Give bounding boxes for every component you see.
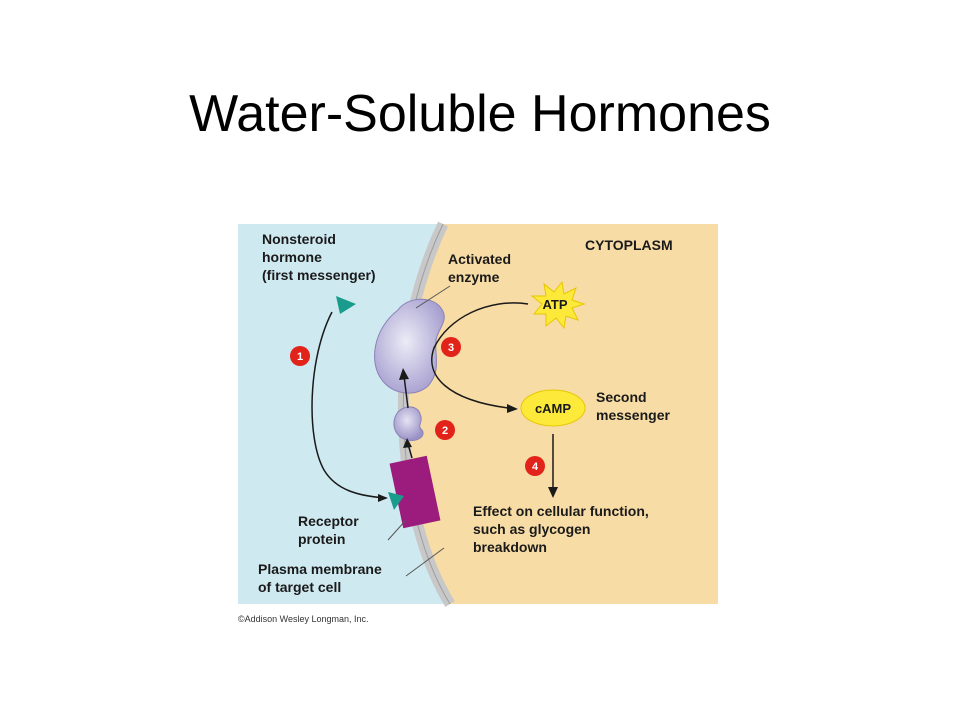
g-protein <box>393 406 424 441</box>
step-badge-3: 3 <box>441 337 461 357</box>
hormone-label: Nonsteroid hormone (first messenger) <box>262 231 376 283</box>
step-number-3: 3 <box>448 342 454 354</box>
hormone-path-arrow <box>311 311 387 499</box>
effect-label: Effect on cellular function, such as gly… <box>473 503 649 555</box>
second-messenger-line-1: Second <box>596 389 647 405</box>
copyright-credit: ©Addison Wesley Longman, Inc. <box>238 614 369 624</box>
diagram-svg: 1 2 3 4 CYTOPLASM Nonsteroid hormone (fi… <box>228 208 732 638</box>
step-number-1: 1 <box>297 351 303 363</box>
receptor-to-g-arrowhead <box>403 438 412 448</box>
receptor-protein <box>389 455 441 529</box>
atp-star <box>530 280 586 330</box>
enzyme-leader-line <box>415 285 451 309</box>
camp-oval <box>520 389 586 427</box>
hormone-label-line-2: hormone <box>262 249 322 265</box>
second-messenger-label: Second messenger <box>596 389 670 423</box>
step-number-4: 4 <box>532 461 539 473</box>
step-badge-4: 4 <box>525 456 545 476</box>
hormone-label-line-1: Nonsteroid <box>262 231 336 247</box>
second-messenger-line-2: messenger <box>596 407 670 423</box>
membrane-leader-line <box>405 547 445 577</box>
atp-to-camp-arrowhead <box>507 404 518 413</box>
hormone-triangle-bound <box>388 492 404 510</box>
enzyme-label-line-2: enzyme <box>448 269 500 285</box>
effect-label-line-2: such as glycogen <box>473 521 590 537</box>
step-badge-1: 1 <box>290 346 310 366</box>
diagram-figure: 1 2 3 4 CYTOPLASM Nonsteroid hormone (fi… <box>228 208 732 638</box>
membrane-label-line-2: of target cell <box>258 579 341 595</box>
step-number-2: 2 <box>442 425 448 437</box>
enzyme-label: Activated enzyme <box>448 251 511 285</box>
atp-label: ATP <box>542 297 567 312</box>
atp-to-camp-arrow <box>431 302 529 409</box>
effect-label-line-1: Effect on cellular function, <box>473 503 649 519</box>
receptor-label: Receptor protein <box>298 513 359 547</box>
membrane-label-line-1: Plasma membrane <box>258 561 382 577</box>
activated-enzyme <box>374 298 445 394</box>
g-to-enzyme-arrow <box>403 375 409 409</box>
effect-label-line-3: breakdown <box>473 539 547 555</box>
membrane-label: Plasma membrane of target cell <box>258 561 382 595</box>
step-badge-2: 2 <box>435 420 455 440</box>
camp-label: cAMP <box>535 401 571 416</box>
receptor-label-line-2: protein <box>298 531 345 547</box>
enzyme-label-line-1: Activated <box>448 251 511 267</box>
hormone-path-arrowhead <box>378 494 388 502</box>
hormone-label-line-3: (first messenger) <box>262 267 376 283</box>
plasma-membrane-line <box>402 223 451 605</box>
receptor-leader-line <box>387 519 407 541</box>
g-to-enzyme-arrowhead <box>399 368 409 380</box>
camp-to-effect-arrowhead <box>548 487 558 498</box>
slide-title: Water-Soluble Hormones <box>189 85 771 143</box>
cytoplasm-label: CYTOPLASM <box>585 237 673 253</box>
receptor-label-line-1: Receptor <box>298 513 359 529</box>
hormone-triangle-top <box>336 296 356 314</box>
